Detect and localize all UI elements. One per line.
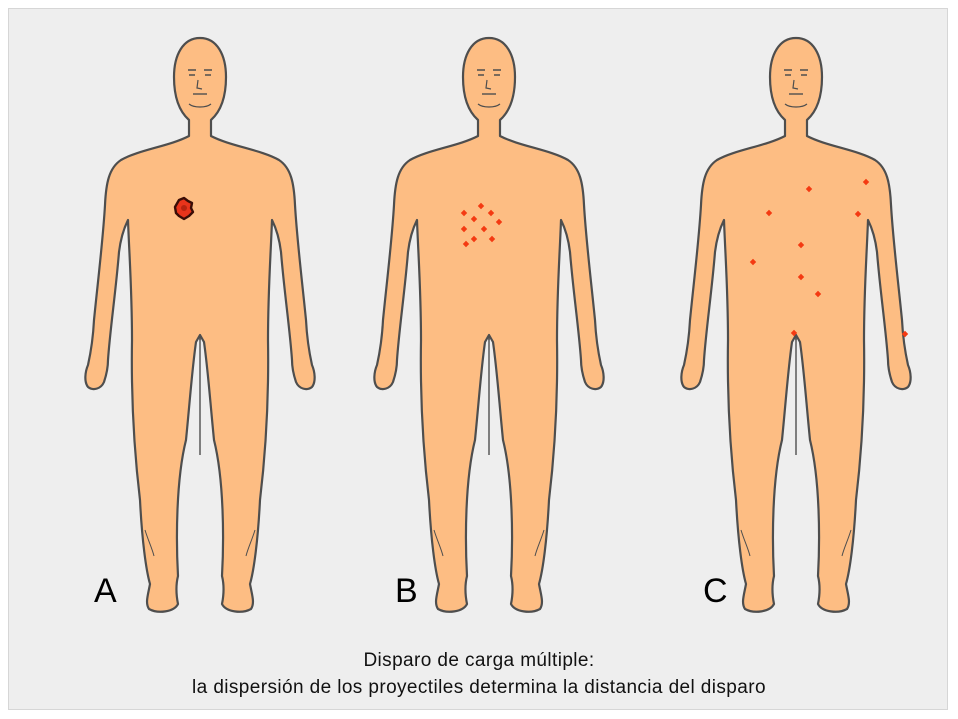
caption-line-1: Disparo de carga múltiple:	[0, 651, 958, 670]
caption-line-2: la dispersión de los proyectiles determi…	[0, 678, 958, 697]
figure-b	[374, 38, 603, 612]
figure-label-b: B	[395, 574, 418, 608]
figure-a	[85, 38, 314, 612]
figure-c	[681, 38, 910, 612]
figure-label-c: C	[703, 574, 728, 608]
entry-wound	[175, 198, 193, 219]
figure-label-a: A	[94, 574, 117, 608]
